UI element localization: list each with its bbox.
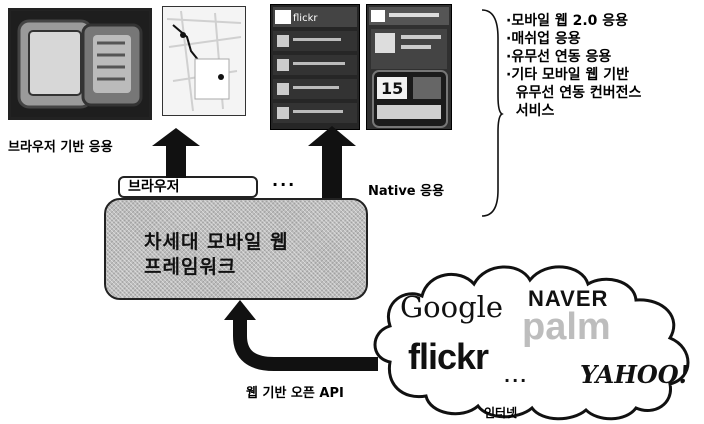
- map-screenshot: [162, 6, 246, 116]
- native-app-arrow: [308, 126, 356, 198]
- bullet-item: ·매쉬업 응용: [506, 31, 581, 47]
- framework-line-2: 프레임워크: [144, 256, 237, 278]
- flickr-contacts-illustration: 15: [367, 5, 451, 129]
- calendar-day: 15: [381, 79, 403, 98]
- internet-cloud: [373, 265, 690, 421]
- browser-label: 브라우저: [128, 179, 180, 195]
- palm-logo: palm: [522, 306, 611, 348]
- internet-label: 인터넷: [484, 406, 518, 420]
- browser-based-app-label: 브라우저 기반 응용: [8, 140, 113, 155]
- mobile-phone-illustration: [11, 11, 149, 117]
- open-api-arrow: [233, 320, 378, 371]
- flickr-logo: flickr: [408, 336, 489, 377]
- framework-line-1: 차세대 모바일 웹: [144, 231, 289, 253]
- service-bullet-list: ·모바일 웹 2.0 응용 ·매쉬업 응용 ·유무선 연동 응용 ·기타 모바일…: [506, 12, 641, 120]
- ellipsis-label: ...: [272, 171, 297, 190]
- cloud-ellipsis: ...: [504, 367, 529, 386]
- bullet-item: 유무선 연동 컨버전스: [506, 85, 642, 101]
- mobile-phone-image: [8, 8, 152, 120]
- flickr-app-screenshot: flickr: [270, 4, 360, 130]
- flickr-screen-title: flickr: [293, 13, 318, 24]
- browser-app-arrow: [152, 128, 200, 178]
- bullet-item: ·기타 모바일 웹 기반: [506, 67, 629, 83]
- bullet-item: 서비스: [506, 103, 555, 119]
- open-api-label: 웹 기반 오픈 API: [246, 386, 344, 401]
- map-illustration: [163, 7, 245, 115]
- bullet-item: ·유무선 연동 응용: [506, 49, 612, 65]
- bullet-item: ·모바일 웹 2.0 응용: [506, 13, 629, 29]
- browser-box: 브라우저: [118, 176, 258, 198]
- google-logo: Google: [400, 290, 504, 324]
- mobile-web-framework-box: 차세대 모바일 웹 프레임워크: [104, 198, 368, 300]
- flickr-app-illustration: flickr: [271, 5, 359, 129]
- yahoo-logo: YAHOO!: [580, 360, 690, 389]
- right-brace: [481, 9, 504, 217]
- framework-label: 차세대 모바일 웹 프레임워크: [144, 230, 289, 280]
- open-api-arrowhead: [224, 300, 256, 320]
- naver-logo: NAVER: [528, 286, 609, 311]
- flickr-contacts-screenshot: 15: [366, 4, 452, 130]
- native-app-label: Native 응용: [368, 184, 445, 199]
